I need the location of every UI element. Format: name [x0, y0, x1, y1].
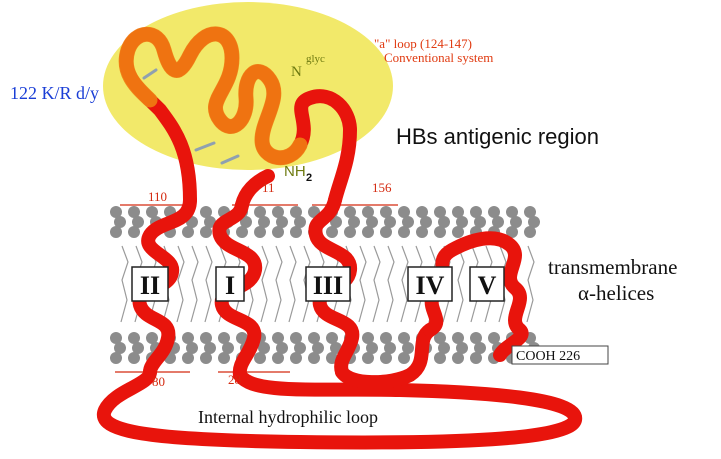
lipid-head-icon [290, 226, 302, 238]
lipid-head-icon [110, 226, 122, 238]
residue-110: 110 [148, 189, 167, 204]
lipid-head-icon [272, 226, 284, 238]
helix-V-label: V [478, 271, 497, 300]
helix-I-label: I [225, 271, 235, 300]
internal-loop-label: Internal hydrophilic loop [198, 407, 378, 427]
lipid-head-icon [434, 352, 446, 364]
lipid-head-icon [182, 226, 194, 238]
lipid-head-icon [524, 226, 536, 238]
lipid-head-icon [128, 226, 140, 238]
variant-label: 122 K/R d/y [10, 83, 99, 103]
cooh-terminus: COOH 226 [512, 346, 608, 364]
lipid-head-icon [182, 352, 194, 364]
lipid-head-icon [362, 352, 374, 364]
helix-III-label: III [313, 271, 343, 300]
lipid-head-icon [434, 226, 446, 238]
residue-156: 156 [372, 180, 392, 195]
helix-V-label-group: V [470, 267, 504, 301]
helix-cylinder-sketch [527, 246, 534, 322]
lipid-head-icon [272, 352, 284, 364]
cooh-label: COOH 226 [516, 349, 580, 364]
antigenic-region-label: HBs antigenic region [396, 124, 599, 149]
lipid-head-icon [326, 226, 338, 238]
lipid-head-icon [290, 352, 302, 364]
lipid-head-icon [452, 226, 464, 238]
lipid-head-icon [362, 226, 374, 238]
conventional-system-label: Conventional system [384, 50, 493, 65]
helix-cylinder-sketch [275, 246, 282, 322]
helix-cylinder-sketch [177, 246, 184, 322]
helix-II-label-group: II [132, 267, 168, 301]
alpha-helices-label: α-helices [578, 281, 654, 305]
helix-cylinder-sketch [261, 246, 268, 322]
helix-cylinder-sketch [191, 246, 198, 322]
helix-IV-label: IV [416, 271, 445, 300]
lipid-head-icon [200, 226, 212, 238]
nh2-subscript: 2 [306, 172, 312, 184]
residue-28: 28 [228, 372, 241, 387]
residue-80: 80 [152, 374, 165, 389]
helix-cylinder-sketch [401, 246, 408, 322]
lipid-head-icon [254, 226, 266, 238]
lipid-head-icon [398, 352, 410, 364]
helix-cylinder-sketch [121, 246, 128, 322]
lipid-head-icon [110, 352, 122, 364]
lipid-head-icon [254, 352, 266, 364]
helix-cylinder-sketch [289, 246, 296, 322]
helix-cylinder-sketch [457, 246, 464, 322]
lipid-head-icon [218, 352, 230, 364]
transmembrane-label: transmembrane [548, 255, 677, 279]
residue-11: 11 [262, 180, 275, 195]
lipid-head-icon [416, 226, 428, 238]
helix-III-label-group: III [306, 267, 350, 301]
helix-cylinder-sketch [373, 246, 380, 322]
lipid-head-icon [470, 352, 482, 364]
helix-I-label-group: I [216, 267, 244, 301]
lipid-head-icon [380, 226, 392, 238]
glycosylation-n-label: N [291, 64, 302, 80]
lipid-head-icon [452, 352, 464, 364]
glycosylation-superscript: glyc [306, 53, 325, 65]
helix-cylinder-sketch [205, 246, 212, 322]
lipid-head-icon [236, 226, 248, 238]
lipid-head-icon [128, 352, 140, 364]
helix-II-label: II [140, 271, 160, 300]
lipid-head-icon [380, 352, 392, 364]
lipid-head-icon [308, 352, 320, 364]
lipid-head-icon [200, 352, 212, 364]
helix-cylinder-sketch [387, 246, 394, 322]
helix-IV-label-group: IV [408, 267, 452, 301]
lipid-head-icon [398, 226, 410, 238]
helix-cylinder-sketch [359, 246, 366, 322]
nh2-label: NH [284, 163, 306, 180]
lipid-head-icon [344, 226, 356, 238]
a-loop-label: "a" loop (124-147) [374, 36, 472, 51]
